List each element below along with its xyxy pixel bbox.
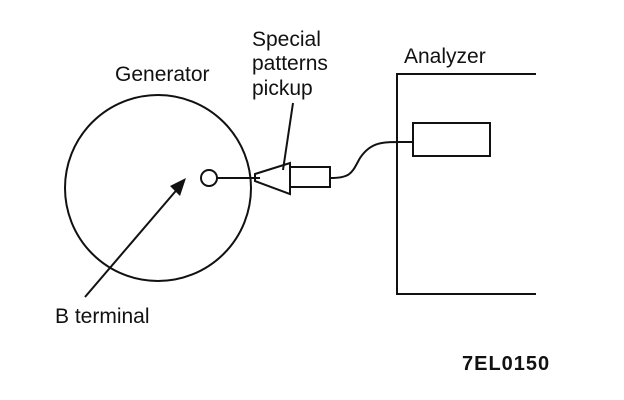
probe-handle <box>289 166 331 188</box>
generator-label: Generator <box>115 63 210 86</box>
analyzer-input-port <box>412 122 491 157</box>
b-terminal-label: B terminal <box>55 305 150 328</box>
pickup-cable <box>329 140 414 179</box>
pickup-leader-line <box>282 102 294 171</box>
b-terminal-arrow-line <box>84 185 181 298</box>
figure-code: 7EL0150 <box>462 353 550 375</box>
probe-cone <box>254 161 291 196</box>
pickup-label-line3: pickup <box>252 77 313 100</box>
generator-circle <box>64 94 252 282</box>
pickup-label-line1: Special <box>252 28 321 51</box>
pickup-label-line2: patterns <box>252 52 328 75</box>
b-terminal-icon <box>200 169 218 187</box>
b-terminal-arrowhead <box>170 178 186 196</box>
analyzer-body <box>396 73 536 295</box>
analyzer-label: Analyzer <box>404 45 486 68</box>
